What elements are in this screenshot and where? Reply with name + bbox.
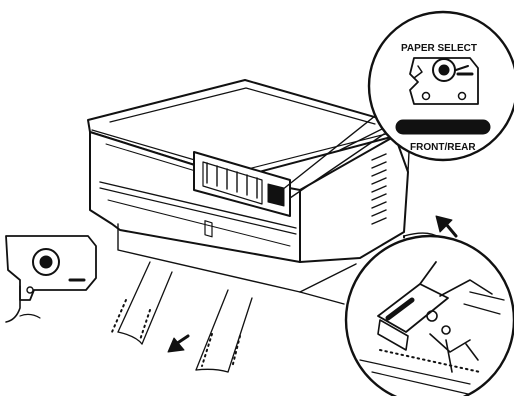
lever-side-callout <box>6 236 96 322</box>
paper-select-callout <box>369 12 514 160</box>
front-rear-label: FRONT/REAR <box>410 142 476 153</box>
paper-select-label: PAPER SELECT <box>401 43 477 54</box>
front-rear-switch-bar <box>396 120 490 134</box>
rear-feed-arrow-icon <box>436 216 456 236</box>
feed-direction-arrow-icon <box>168 336 188 352</box>
paper-select-lever-icon <box>410 58 478 104</box>
continuous-paper-front <box>118 262 252 372</box>
tractor-unit-callout <box>346 236 514 396</box>
